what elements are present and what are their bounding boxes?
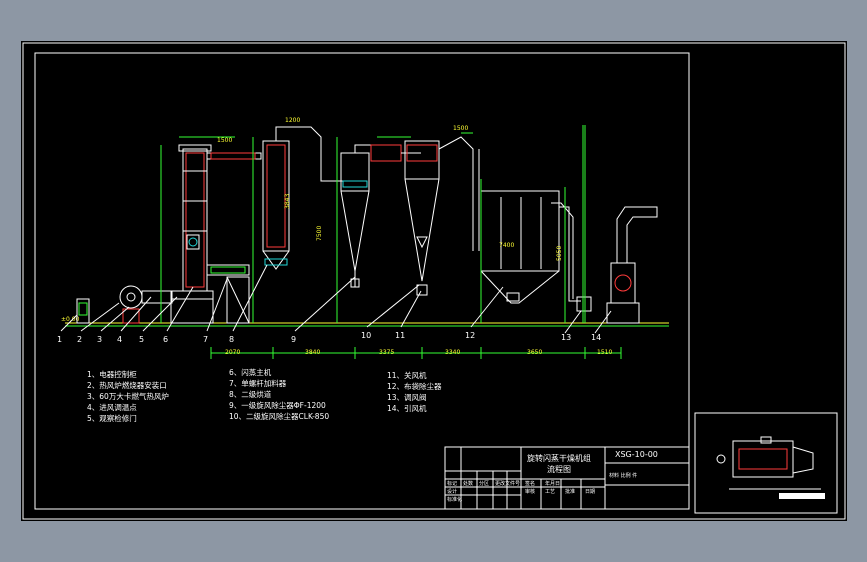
dim-bottom-1: 2070 <box>225 349 240 356</box>
dim-v-left-1: 3843 <box>284 194 291 209</box>
flash-dryer-column <box>182 148 208 292</box>
dim-bottom-2: 3840 <box>305 349 320 356</box>
balloon-2: 2 <box>77 335 82 344</box>
sub-header-1: 标记 <box>447 480 457 487</box>
dim-bottom-4: 3340 <box>445 349 460 356</box>
cyclone-1 <box>340 152 370 192</box>
legend-item-8: 8、二级烘道 <box>229 389 272 399</box>
row-header-6: 日期 <box>585 489 595 495</box>
balloon-9: 9 <box>291 335 296 344</box>
legend-item-3: 3、60万大卡燃气热风炉 <box>87 391 169 401</box>
row-header-1: 设计 <box>447 488 457 495</box>
legend-item-7: 7、单螺杆加料器 <box>229 378 287 388</box>
sub-header-5: 签名 <box>525 480 535 487</box>
air-damper <box>576 296 592 312</box>
legend: 1、电器控制柜 2、热风炉燃烧器安装口 3、60万大卡燃气热风炉 4、进风调温点… <box>87 367 442 423</box>
cyclone-2 <box>404 140 440 180</box>
dim-v-left-2: 7500 <box>316 226 323 241</box>
legend-item-5: 5、观察检修门 <box>87 413 137 423</box>
dim-top-left: 1500 <box>217 137 232 144</box>
balloon-3: 3 <box>97 335 102 344</box>
thumbnail-frame <box>694 412 838 514</box>
sub-header-4: 更改文件号 <box>495 480 520 487</box>
balloon-12: 12 <box>465 331 475 340</box>
drawing-number: XSG-10-00 <box>615 450 658 459</box>
screw-feeder <box>206 264 250 276</box>
electrical-cabinet <box>76 298 90 324</box>
dim-bottom-3: 3375 <box>379 349 394 356</box>
row-header-4: 工艺 <box>545 489 555 495</box>
dim-top-right: 1500 <box>453 125 468 132</box>
dim-top-mid: 1200 <box>285 117 300 124</box>
legend-item-9: 9、一级旋风除尘器ΦF-1200 <box>229 400 326 410</box>
legend-item-11: 11、关风机 <box>387 370 427 380</box>
inner-frame <box>34 52 690 510</box>
balloon-4: 4 <box>117 335 122 344</box>
balloon-8: 8 <box>229 335 234 344</box>
dim-v-mid: 7400 <box>499 242 514 249</box>
legend-item-14: 14、引风机 <box>387 403 427 413</box>
balloon-10: 10 <box>361 331 371 340</box>
legend-item-1: 1、电器控制柜 <box>87 369 137 379</box>
row-header-5: 批准 <box>565 488 575 495</box>
balloon-11: 11 <box>395 331 405 340</box>
row-header-2: 标准化 <box>447 496 462 503</box>
bag-dust-collector <box>480 190 560 272</box>
legend-item-6: 6、闪蒸主机 <box>229 367 272 377</box>
ground-level-label: ±0.00 <box>61 316 80 323</box>
scale-row: 材料 比例 件 <box>609 472 637 479</box>
outer-frame <box>22 42 846 520</box>
row-header-3: 审核 <box>525 488 535 495</box>
legend-item-4: 4、进风调温点 <box>87 403 137 412</box>
balloon-13: 13 <box>561 333 571 342</box>
dim-v-right: 5050 <box>556 246 563 261</box>
drawing-sheet: ±0.00 <box>21 41 847 521</box>
sub-header-6: 年月日 <box>545 480 560 487</box>
title-block: 旋转闪蒸干燥机组 流程图 XSG-10-00 材料 比例 件 标记 处数 分区 … <box>444 446 690 510</box>
balloon-7: 7 <box>203 335 208 344</box>
drawing-title: 旋转闪蒸干燥机组 <box>527 453 591 463</box>
balloon-6: 6 <box>163 335 168 344</box>
balloon-5: 5 <box>139 335 144 344</box>
hot-air-furnace <box>170 290 214 324</box>
legend-item-2: 2、热风炉燃烧器安装口 <box>87 380 167 390</box>
legend-item-13: 13、调风阀 <box>387 393 427 402</box>
exhaust-stack <box>616 206 658 263</box>
balloon-14: 14 <box>591 333 601 342</box>
sub-header-3: 分区 <box>479 480 489 487</box>
thumbnail-preview <box>716 436 825 499</box>
sub-header-2: 处数 <box>463 480 473 487</box>
balloon-1: 1 <box>57 335 62 344</box>
legend-item-12: 12、布袋除尘器 <box>387 381 442 391</box>
burner-fan <box>119 285 143 309</box>
dim-bottom-5: 3650 <box>527 349 542 356</box>
process-flow-drawing: ±0.00 <box>22 42 846 520</box>
drawing-subtitle: 流程图 <box>547 464 571 474</box>
dim-bottom-6: 1510 <box>597 349 612 356</box>
legend-item-10: 10、二级旋风除尘器CLK-850 <box>229 411 329 421</box>
